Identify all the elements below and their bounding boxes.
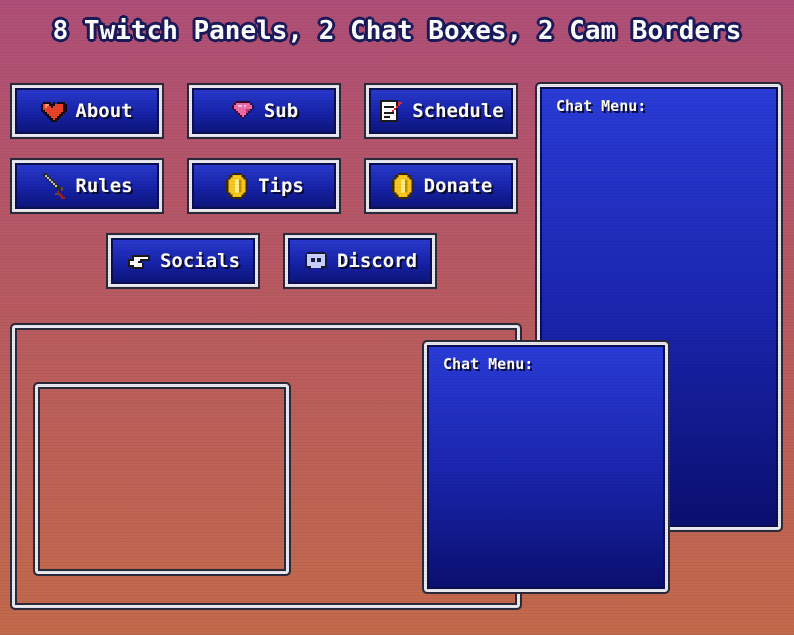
- socials-panel[interactable]: Socials: [106, 233, 260, 289]
- donate-label: Donate: [423, 175, 493, 197]
- about-label: About: [75, 100, 133, 122]
- cam-border-small: [33, 382, 291, 576]
- tips-panel[interactable]: Tips: [187, 158, 341, 214]
- pointing-hand-icon: [127, 255, 150, 269]
- chat-box-title: Chat Menu:: [556, 97, 647, 115]
- sword-icon: [43, 173, 66, 199]
- tips-label: Tips: [258, 175, 304, 197]
- sub-label: Sub: [263, 100, 299, 122]
- rules-panel[interactable]: Rules: [10, 158, 164, 214]
- chat-box-small: Chat Menu:: [422, 340, 670, 594]
- chat-box-title: Chat Menu:: [443, 355, 534, 373]
- sub-panel[interactable]: Sub: [187, 83, 341, 139]
- donate-panel[interactable]: Donate: [364, 158, 518, 214]
- checklist-icon: [380, 100, 403, 122]
- coin-icon: [391, 173, 414, 199]
- schedule-panel[interactable]: Schedule: [364, 83, 518, 139]
- about-panel[interactable]: About: [10, 83, 164, 139]
- rules-label: Rules: [75, 175, 133, 197]
- heart-icon: [41, 102, 68, 122]
- discord-label: Discord: [336, 250, 418, 272]
- page-title: 8 Twitch Panels, 2 Chat Boxes, 2 Cam Bor…: [52, 16, 742, 46]
- schedule-label: Schedule: [412, 100, 504, 122]
- socials-label: Socials: [159, 250, 241, 272]
- discord-panel[interactable]: Discord: [283, 233, 437, 289]
- gem-icon: [231, 101, 254, 119]
- discord-icon: [304, 252, 327, 270]
- coin-icon: [226, 173, 248, 199]
